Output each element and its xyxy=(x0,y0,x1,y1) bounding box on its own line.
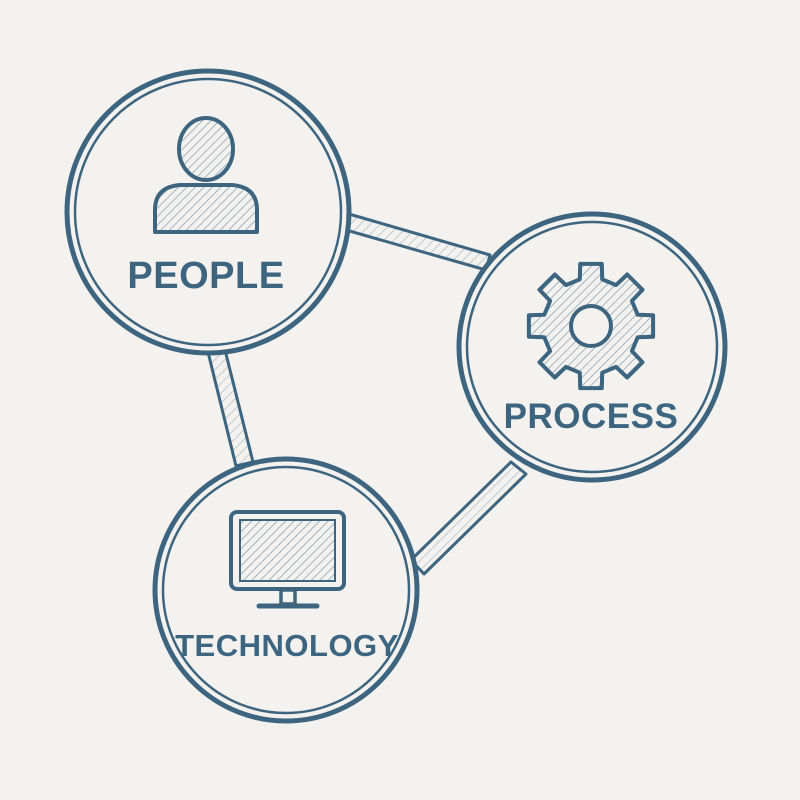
gear-icon xyxy=(526,261,656,391)
connector-people-technology xyxy=(206,348,255,468)
connector-process-technology xyxy=(409,460,528,576)
node-people: PEOPLE xyxy=(64,68,352,356)
connector-people-process xyxy=(344,212,492,272)
node-label-process: PROCESS xyxy=(504,397,679,436)
person-icon xyxy=(153,116,259,234)
node-technology: TECHNOLOGY xyxy=(152,456,420,724)
node-label-technology: TECHNOLOGY xyxy=(175,628,399,663)
node-label-people: PEOPLE xyxy=(127,255,284,297)
monitor-icon xyxy=(229,510,346,609)
node-process: PROCESS xyxy=(456,211,728,483)
